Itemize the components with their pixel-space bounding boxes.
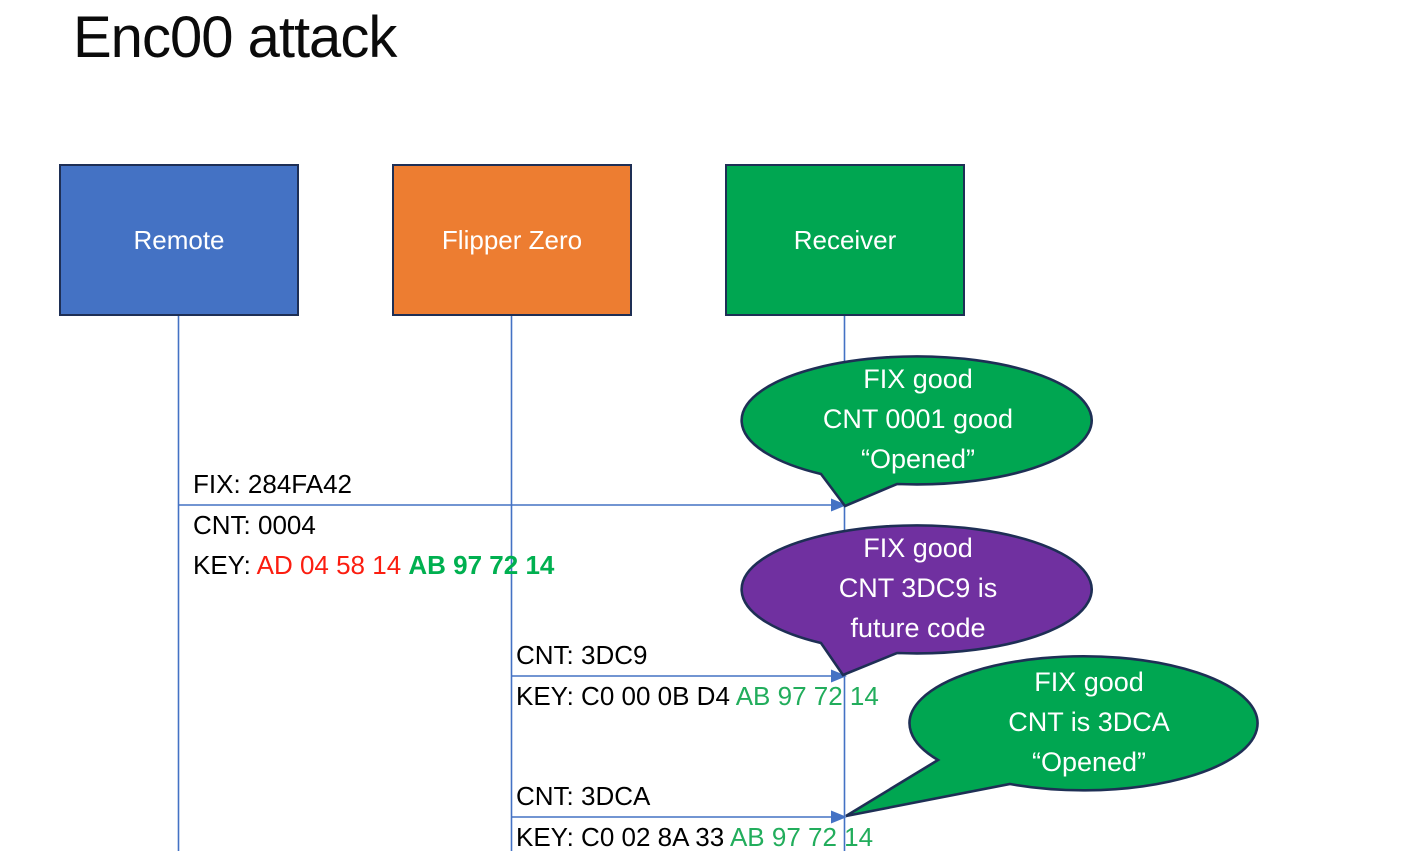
message-3-cnt-label: CNT: 3DCA <box>516 781 651 811</box>
callout-3-text: FIX good CNT is 3DCA “Opened” <box>919 662 1259 782</box>
callout-1-text: FIX good CNT 0001 good “Opened” <box>748 359 1088 479</box>
arrowhead-message-3 <box>831 810 847 824</box>
message-3-key-prefix: KEY: <box>516 822 582 852</box>
message-3-key-static-bytes: AB 97 72 14 <box>729 822 874 852</box>
arrowhead-message-1 <box>831 498 847 512</box>
message-2-key-dynamic-bytes: C0 00 0B D4 <box>581 681 736 711</box>
callout-2-text: FIX good CNT 3DC9 is future code <box>748 528 1088 648</box>
actor-label-receiver: Receiver <box>793 224 897 255</box>
actor-label-remote: Remote <box>133 224 225 255</box>
message-1-key-dynamic-bytes: AD 04 58 14 <box>256 550 409 580</box>
message-3-key-dynamic-bytes: C0 02 8A 33 <box>581 822 730 852</box>
actor-box-remote: Remote <box>59 164 299 316</box>
message-2-key-prefix: KEY: <box>516 681 582 711</box>
actor-box-flipper-zero: Flipper Zero <box>392 164 632 316</box>
callout-bubble-1 <box>740 355 1093 508</box>
callout-1-line-2: CNT 0001 good <box>822 404 1014 434</box>
arrowhead-message-2 <box>831 669 847 683</box>
message-1-key-label: KEY: AD 04 58 14 AB 97 72 14 <box>193 550 554 581</box>
slide-title: Enc00 attack <box>73 5 397 70</box>
callout-bubble-3 <box>845 654 1259 818</box>
callout-3-line-3: “Opened” <box>1031 747 1147 777</box>
message-1-key-prefix: KEY: <box>193 550 257 580</box>
callout-1-line-1: FIX good <box>863 364 973 394</box>
message-2-cnt-label: CNT: 3DC9 <box>516 640 648 670</box>
message-1-cnt-label: CNT: 0004 <box>193 510 316 540</box>
callout-2-line-3: future code <box>850 613 986 643</box>
message-1-key-static-bytes: AB 97 72 14 <box>408 550 555 580</box>
message-3-key-label: KEY: C0 02 8A 33 AB 97 72 14 <box>516 822 873 853</box>
actor-label-flipper-zero: Flipper Zero <box>441 224 583 255</box>
callout-1-line-3: “Opened” <box>860 444 976 474</box>
callout-2-line-2: CNT 3DC9 is <box>838 573 998 603</box>
message-2-key-static-bytes: AB 97 72 14 <box>735 681 879 711</box>
message-2-key-label: KEY: C0 00 0B D4 AB 97 72 14 <box>516 681 879 712</box>
callout-3-line-2: CNT is 3DCA <box>1008 707 1170 737</box>
callout-3-line-1: FIX good <box>1034 667 1144 697</box>
message-1-fix-label: FIX: 284FA42 <box>193 469 352 499</box>
callout-2-line-1: FIX good <box>863 533 973 563</box>
actor-box-receiver: Receiver <box>725 164 965 316</box>
callout-bubble-2 <box>740 524 1093 677</box>
